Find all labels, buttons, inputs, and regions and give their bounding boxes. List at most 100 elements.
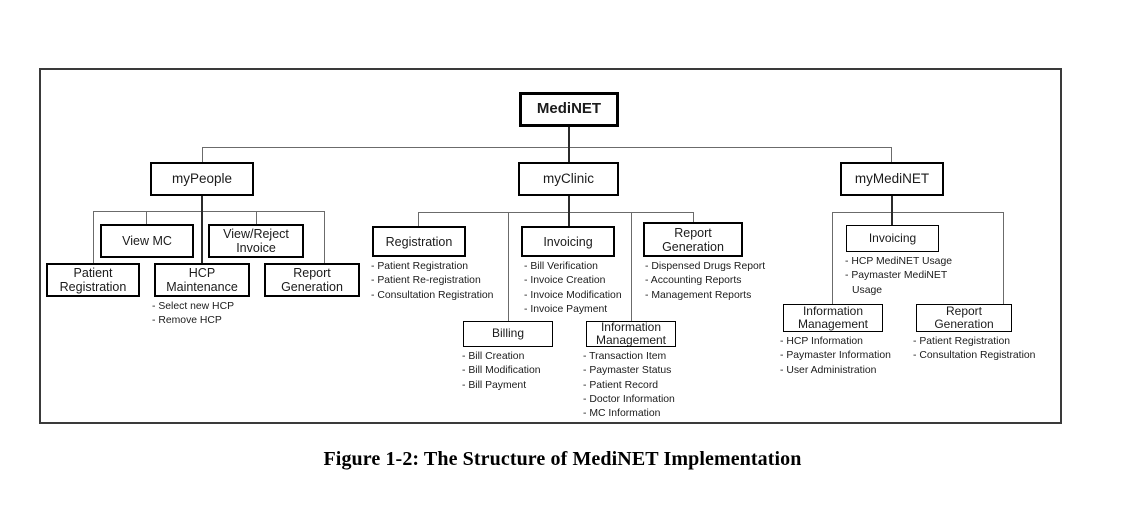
- connector-drop-mymedinet: [891, 147, 892, 162]
- bullet-item: - Invoice Payment: [524, 304, 608, 316]
- bullet-item: - Dispensed Drugs Report: [645, 261, 766, 272]
- node-report-generation-myclinic-line2: Generation: [662, 239, 724, 254]
- bullet-item: - Bill Modification: [462, 365, 541, 377]
- bullet-item: - Patient Re-registration: [371, 275, 481, 287]
- bullet-item: - Patient Registration: [913, 336, 1011, 347]
- bullet-item: - Consultation Registration: [913, 350, 1036, 362]
- bullet-item: - Management Reports: [645, 289, 752, 301]
- bullet-item: Usage: [852, 284, 883, 296]
- bullet-item: - Invoice Creation: [524, 275, 606, 287]
- node-view-reject-invoice-line2: Invoice: [236, 241, 276, 255]
- connector-myclinic-to-registration: [418, 212, 419, 226]
- node-mypeople-label: myPeople: [171, 171, 233, 187]
- bullet-item: - Patient Registration: [371, 261, 469, 272]
- bullet-item: - Paymaster Status: [583, 365, 672, 377]
- node-information-management-mymedinet-line1: Information: [802, 303, 863, 318]
- connector-mymedinet-stem: [891, 196, 893, 212]
- bullet-item: - Paymaster Information: [780, 350, 891, 362]
- node-report-generation-myclinic[interactable]: Report Generation: [643, 222, 743, 257]
- bullets-information-management-mymedinet: - HCP Information - Paymaster Informatio…: [780, 335, 891, 378]
- node-view-mc[interactable]: View MC: [100, 224, 194, 258]
- bullet-item: - MC Information: [583, 408, 661, 420]
- node-patient-registration-mypeople[interactable]: Patient Registration: [46, 263, 140, 297]
- node-billing[interactable]: Billing: [463, 321, 553, 347]
- figure-caption: Figure 1-2: The Structure of MediNET Imp…: [323, 448, 802, 470]
- bullets-invoicing-mymedinet: - HCP MediNET Usage - Paymaster MediNET …: [845, 255, 952, 298]
- connector-myclinic-stem: [568, 196, 570, 212]
- connector-mymedinet-to-infomgmt: [832, 212, 833, 304]
- bullet-item: - Transaction Item: [583, 351, 667, 362]
- node-mymedinet[interactable]: myMediNET: [840, 162, 944, 196]
- connector-mypeople-bus: [93, 211, 324, 212]
- node-report-generation-mypeople-line1: Report: [293, 266, 331, 280]
- node-report-generation-mypeople-line2: Generation: [281, 280, 343, 294]
- node-report-generation-mymedinet-line2: Generation: [934, 317, 994, 331]
- node-myclinic[interactable]: myClinic: [518, 162, 619, 196]
- connector-myclinic-bus: [418, 212, 693, 213]
- connector-myclinic-to-billing: [508, 212, 509, 321]
- node-information-management-myclinic-line2: Management: [595, 333, 667, 347]
- node-hcp-maintenance[interactable]: HCP Maintenance: [154, 263, 250, 297]
- node-view-reject-invoice[interactable]: View/Reject Invoice: [208, 224, 304, 258]
- bullets-billing: - Bill Creation - Bill Modification - Bi…: [462, 350, 541, 393]
- connector-mypeople-to-viewmc: [146, 211, 147, 224]
- node-mypeople[interactable]: myPeople: [150, 162, 254, 196]
- node-hcp-maintenance-line1: HCP: [188, 266, 216, 280]
- bullets-report-generation-mymedinet: - Patient Registration - Consultation Re…: [913, 335, 1035, 364]
- node-invoicing-mymedinet-label: Invoicing: [868, 230, 917, 245]
- connector-mypeople-to-reportgen: [324, 211, 325, 266]
- bullet-item: - User Administration: [780, 364, 877, 376]
- node-billing-label: Billing: [491, 326, 524, 341]
- connector-myclinic-to-reportgen: [693, 212, 694, 226]
- node-information-management-myclinic[interactable]: Information Management: [586, 319, 676, 347]
- connector-mypeople-stem: [201, 196, 203, 211]
- connector-mypeople-to-viewreject: [256, 211, 257, 224]
- node-mymedinet-label: myMediNET: [854, 171, 930, 187]
- node-registration-myclinic[interactable]: Registration: [372, 226, 466, 257]
- bullet-item: - Accounting Reports: [645, 275, 742, 287]
- connector-myclinic-to-invoicing: [568, 212, 570, 226]
- node-report-generation-mymedinet[interactable]: Report Generation: [916, 304, 1012, 332]
- connector-myclinic-to-infomgmt: [631, 212, 632, 321]
- node-patient-registration-line2: Registration: [59, 280, 127, 294]
- connector-root-bus: [202, 147, 891, 148]
- bullet-item: - Bill Payment: [462, 379, 527, 391]
- bullet-item: - Doctor Information: [583, 394, 675, 406]
- bullet-item: - HCP MediNET Usage: [845, 256, 953, 267]
- node-information-management-myclinic-line1: Information: [600, 319, 661, 334]
- bullet-item: - HCP Information: [780, 336, 863, 347]
- connector-drop-myclinic: [568, 147, 570, 162]
- connector-root-stem: [568, 127, 570, 147]
- node-patient-registration-line1: Patient: [73, 266, 113, 280]
- bullet-item: - Bill Verification: [524, 261, 598, 272]
- connector-mymedinet-bus: [832, 212, 1003, 213]
- connector-mypeople-to-patientreg: [93, 211, 94, 266]
- node-invoicing-myclinic-label: Invoicing: [543, 234, 593, 249]
- bullets-invoicing-myclinic: - Bill Verification - Invoice Creation -…: [524, 260, 622, 317]
- connector-mymedinet-to-invoicing: [891, 212, 893, 225]
- node-registration-label: Registration: [385, 234, 453, 249]
- bullets-report-generation-myclinic: - Dispensed Drugs Report - Accounting Re…: [645, 260, 765, 303]
- node-invoicing-mymedinet[interactable]: Invoicing: [846, 225, 939, 252]
- node-information-management-mymedinet[interactable]: Information Management: [783, 304, 883, 332]
- bullet-item: - Remove HCP: [152, 315, 222, 327]
- bullets-registration-myclinic: - Patient Registration - Patient Re-regi…: [371, 260, 493, 303]
- bullet-item: - Invoice Modification: [524, 289, 622, 301]
- node-hcp-maintenance-line2: Maintenance: [166, 280, 238, 294]
- node-medinet-label: MediNET: [536, 100, 602, 118]
- bullet-item: - Consultation Registration: [371, 289, 494, 301]
- connector-mypeople-to-hcpmaint: [201, 211, 203, 266]
- node-report-generation-mymedinet-line1: Report: [945, 303, 983, 318]
- bullet-item: - Patient Record: [583, 379, 659, 391]
- node-myclinic-label: myClinic: [542, 171, 594, 187]
- node-view-mc-label: View MC: [122, 234, 172, 248]
- node-invoicing-myclinic[interactable]: Invoicing: [521, 226, 615, 257]
- bullet-item: - Select new HCP: [152, 301, 234, 312]
- bullet-item: - Paymaster MediNET: [845, 270, 948, 282]
- connector-drop-mypeople: [202, 147, 203, 162]
- node-report-generation-mypeople[interactable]: Report Generation: [264, 263, 360, 297]
- bullets-information-management-myclinic: - Transaction Item - Paymaster Status - …: [583, 350, 675, 422]
- node-information-management-mymedinet-line2: Management: [797, 317, 869, 331]
- node-report-generation-myclinic-line1: Report: [674, 225, 712, 240]
- node-medinet[interactable]: MediNET: [519, 92, 619, 127]
